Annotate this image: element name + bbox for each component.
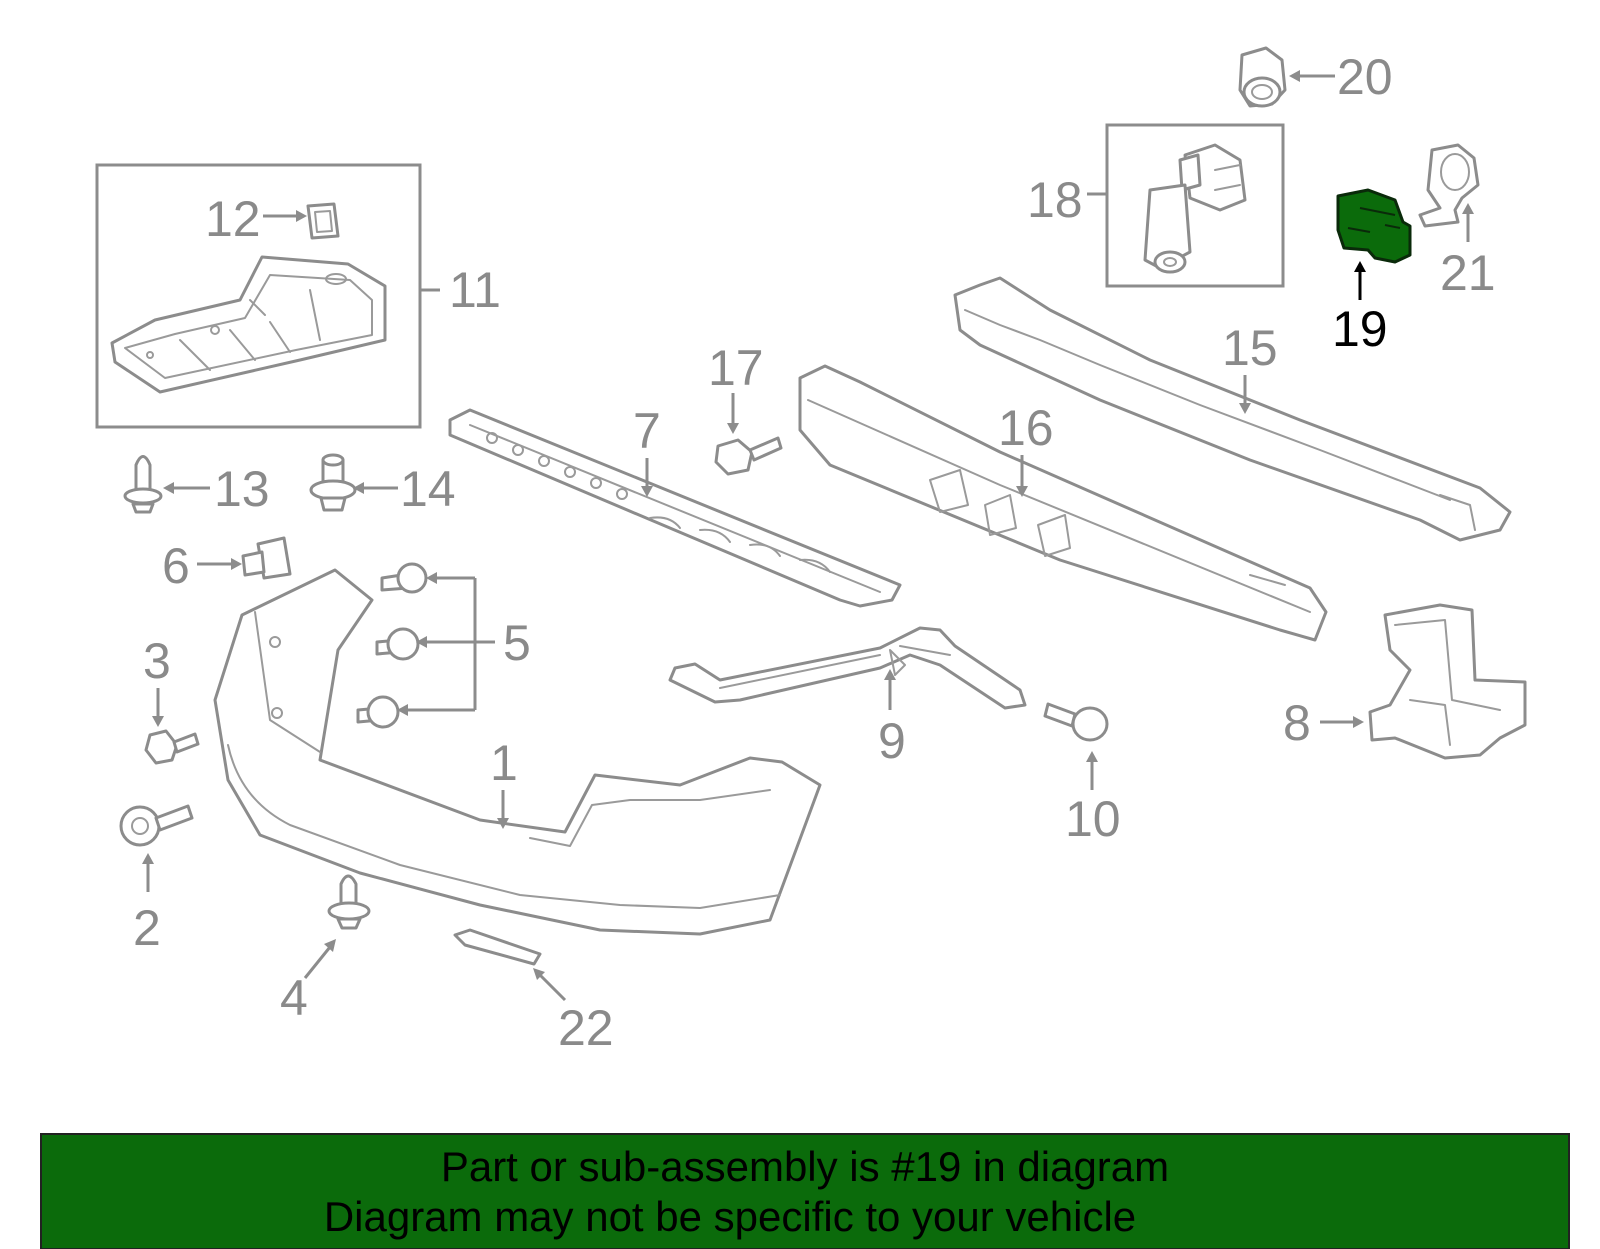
arrowhead-5-mid — [416, 636, 427, 648]
callout-3[interactable]: 3 — [143, 633, 171, 689]
callout-4[interactable]: 4 — [280, 970, 308, 1026]
arrowhead-6 — [231, 558, 242, 570]
arrowhead-22 — [533, 968, 545, 980]
arrowhead-5-bottom — [397, 704, 408, 716]
part-9-bracket[interactable] — [668, 626, 1027, 710]
callout-22[interactable]: 22 — [558, 1000, 614, 1056]
arrowhead-9 — [884, 669, 896, 680]
part-17-bolt[interactable] — [714, 436, 783, 476]
arrowhead-8 — [1353, 716, 1364, 728]
info-banner: Part or sub-assembly is #19 in diagram D… — [40, 1133, 1570, 1249]
callout-5[interactable]: 5 — [503, 615, 531, 671]
banner-background — [40, 1133, 1570, 1249]
arrowhead-10 — [1086, 751, 1098, 762]
part-15-foam-absorber[interactable] — [953, 276, 1512, 542]
arrowhead-21 — [1462, 203, 1474, 214]
callout-15[interactable]: 15 — [1222, 320, 1278, 376]
callout-8[interactable]: 8 — [1283, 695, 1311, 751]
part-20-sensor-retainer[interactable] — [1238, 46, 1287, 108]
arrowhead-13 — [163, 482, 174, 494]
callout-11[interactable]: 11 — [449, 262, 501, 318]
callout-16[interactable]: 16 — [998, 400, 1054, 456]
part-10-bolt[interactable] — [1043, 702, 1109, 742]
arrowhead-19 — [1354, 261, 1366, 272]
part-19-parking-sensor[interactable] — [1336, 188, 1412, 264]
callout-18[interactable]: 18 — [1027, 172, 1083, 228]
part-16-reinforcement-beam[interactable] — [798, 364, 1328, 642]
callout-1[interactable]: 1 — [490, 735, 518, 791]
arrowhead-14 — [353, 482, 364, 494]
part-5-screws[interactable] — [356, 562, 428, 729]
part-21-sensor-holder[interactable] — [1418, 143, 1480, 228]
arrowhead-7 — [641, 486, 653, 497]
part-8-side-bracket[interactable] — [1368, 603, 1527, 760]
part-11-undercover[interactable] — [110, 255, 387, 394]
part-22-reflector[interactable] — [453, 928, 542, 966]
arrowhead-12 — [296, 210, 307, 222]
arrowhead-16 — [1016, 486, 1028, 497]
callout-6[interactable]: 6 — [162, 538, 190, 594]
part-14-push-clip[interactable] — [309, 453, 357, 512]
arrowhead-1 — [497, 818, 509, 829]
callout-14[interactable]: 14 — [400, 461, 456, 517]
part-2-bolt[interactable] — [119, 804, 194, 847]
leader-22 — [538, 973, 567, 1002]
callout-17[interactable]: 17 — [708, 340, 764, 396]
callout-12[interactable]: 12 — [205, 191, 261, 247]
callout-21[interactable]: 21 — [1440, 245, 1496, 301]
callout-2[interactable]: 2 — [133, 900, 161, 956]
callout-20[interactable]: 20 — [1337, 49, 1393, 105]
banner-line-2: Diagram may not be specific to your vehi… — [324, 1193, 1136, 1240]
arrowhead-4 — [324, 939, 336, 952]
arrowhead-3 — [152, 716, 164, 727]
callout-7[interactable]: 7 — [633, 403, 661, 459]
arrowhead-20 — [1289, 70, 1300, 82]
group-box-18 — [1105, 123, 1285, 288]
arrowhead-17 — [727, 423, 739, 434]
callout-10[interactable]: 10 — [1065, 791, 1121, 847]
arrowhead-15 — [1239, 403, 1251, 414]
part-4-push-clip[interactable] — [327, 874, 371, 930]
arrowhead-5-top — [426, 572, 437, 584]
part-7-energy-absorber[interactable] — [448, 408, 902, 608]
group-box-11 — [95, 163, 422, 429]
callout-19[interactable]: 19 — [1332, 301, 1388, 357]
part-1-bumper-cover[interactable] — [213, 568, 822, 936]
part-3-bolt[interactable] — [144, 729, 200, 765]
part-13-push-clip[interactable] — [123, 455, 163, 514]
part-12-clip[interactable] — [306, 202, 340, 240]
part-6-clip-nut[interactable] — [241, 536, 292, 580]
part-18-sensor-assembly[interactable] — [1143, 143, 1247, 274]
callout-13[interactable]: 13 — [214, 461, 270, 517]
banner-line-1: Part or sub-assembly is #19 in diagram — [441, 1143, 1169, 1190]
leader-4 — [303, 946, 332, 979]
arrowhead-2 — [142, 853, 154, 864]
callout-9[interactable]: 9 — [878, 713, 906, 769]
